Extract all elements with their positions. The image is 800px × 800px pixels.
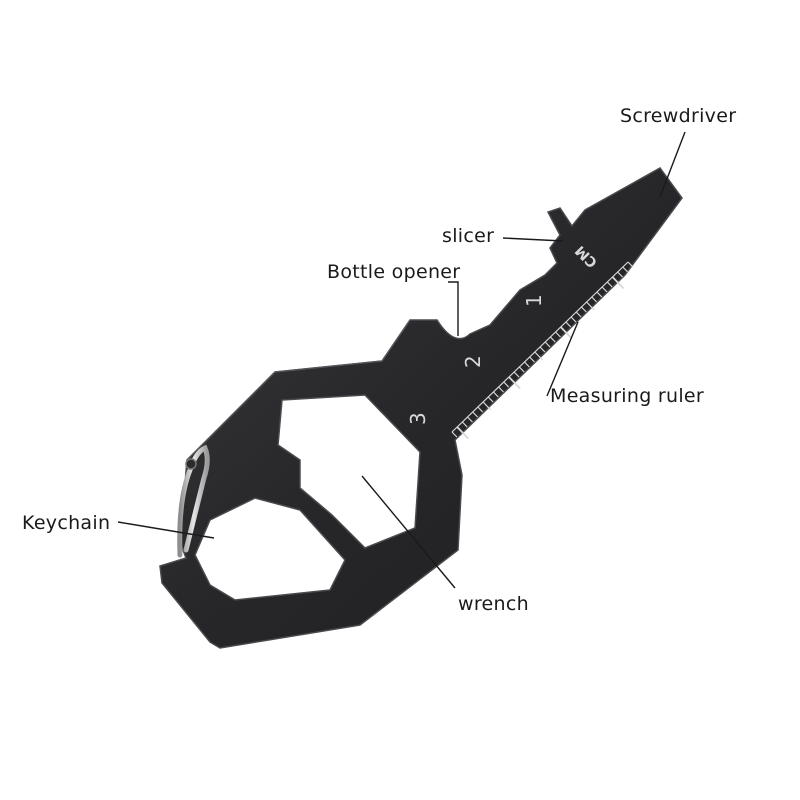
ruler-tick [539, 346, 546, 353]
ruler-tick [622, 266, 629, 273]
leader-slicer [502, 237, 564, 242]
leader-wrench [361, 475, 456, 589]
leader-measuring-ruler [546, 321, 579, 397]
ruler-tick [467, 416, 473, 423]
keychain-clip [177, 444, 210, 558]
ruler-tick [508, 376, 521, 390]
ruler-tick [596, 291, 603, 298]
ruler-tick [606, 281, 613, 288]
label-bottle-opener: Bottle opener [327, 261, 460, 283]
ruler-mark-1: 1 [522, 294, 546, 307]
ruler-tick [472, 411, 479, 418]
ruler-tick [451, 431, 458, 438]
ruler-tick [461, 421, 468, 428]
ruler-tick [591, 296, 598, 303]
label-screwdriver: Screwdriver [620, 105, 736, 127]
leader-keychain [117, 521, 215, 539]
ruler-tick [560, 326, 573, 340]
ruler-tick [456, 426, 469, 440]
ruler-tick [586, 301, 595, 311]
ruler-tick [601, 286, 608, 293]
ruler-tick [518, 366, 525, 373]
label-keychain: Keychain [22, 512, 110, 534]
ruler-tick [544, 341, 551, 348]
ruler-tick [498, 386, 504, 393]
leader-screwdriver [659, 131, 686, 198]
ruler-tick [529, 356, 535, 363]
ruler-tick [575, 311, 582, 318]
ruler-tick [492, 391, 499, 398]
label-measuring-ruler: Measuring ruler [550, 385, 704, 407]
ruler-tick [482, 401, 492, 411]
ruler-tick [617, 271, 623, 278]
ruler-tick [565, 321, 572, 328]
ruler-tick [477, 406, 484, 413]
leader-bottle-opener [448, 281, 459, 336]
ruler-tick [627, 261, 634, 268]
ruler-tick [570, 316, 577, 323]
ruler-tick [503, 381, 510, 388]
keychain-hinge [185, 458, 197, 470]
ruler-tick [534, 351, 543, 361]
ruler-mark-2: 2 [461, 355, 485, 368]
ruler-tick [580, 306, 587, 313]
ruler-tick [555, 331, 561, 338]
body-highlight [186, 319, 411, 461]
ruler-tick [611, 276, 625, 290]
label-slicer: slicer [442, 225, 494, 247]
ruler-scale [451, 261, 634, 440]
ruler-mark-3: 3 [406, 412, 430, 425]
ruler-tick [487, 396, 494, 403]
ruler-tick [513, 371, 520, 378]
ruler-baseline [451, 261, 629, 433]
label-wrench: wrench [458, 593, 529, 615]
ruler-tick [524, 361, 530, 368]
ruler-tick [549, 336, 556, 343]
